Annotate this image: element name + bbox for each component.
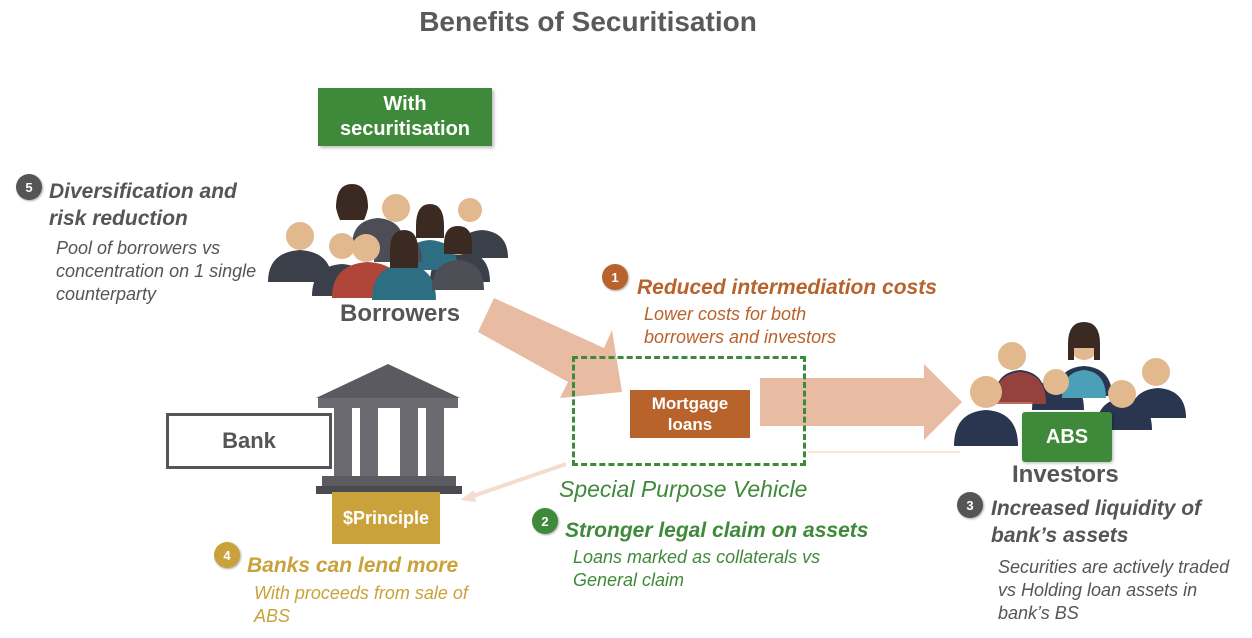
borrowers-label: Borrowers — [340, 300, 461, 327]
benefit-3-badge: 3 — [957, 492, 983, 518]
benefit-1-heading: Reduced intermediation costs — [637, 276, 937, 299]
benefit-1-badge: 1 — [602, 264, 628, 290]
benefit-3-heading: Increased liquidity of bank’s assets — [991, 497, 1202, 547]
borrowers-group-icon — [268, 184, 508, 300]
mortgage-loans-box: Mortgage loans — [630, 390, 750, 438]
benefit-4-detail: With proceeds from sale of ABS — [254, 583, 468, 626]
benefit-5-badge: 5 — [16, 174, 42, 200]
faint-arrowhead-bank — [460, 490, 476, 502]
benefit-5-detail: Pool of borrowers vs concentration on 1 … — [56, 238, 257, 304]
arrow-spv-to-investors — [760, 364, 962, 440]
benefit-2-heading: Stronger legal claim on assets — [565, 519, 869, 542]
with-securitisation-label: With securitisation — [318, 88, 492, 146]
investors-label: Investors — [1012, 461, 1119, 488]
benefit-4-badge: 4 — [214, 542, 240, 568]
principle-box: $Principle — [332, 492, 440, 544]
benefit-2-badge: 2 — [532, 508, 558, 534]
spv-label: Special Purpose Vehicle — [559, 476, 808, 502]
bank-building-icon — [316, 364, 462, 494]
bank-box: Bank — [166, 413, 332, 469]
benefit-4-heading: Banks can lend more — [247, 554, 459, 577]
benefit-5-heading: Diversification and risk reduction — [49, 180, 237, 230]
arrow-borrowers-to-spv — [478, 298, 622, 398]
benefit-3-detail: Securities are actively traded vs Holdin… — [998, 557, 1230, 623]
benefit-1-detail: Lower costs for both borrowers and inves… — [644, 304, 837, 347]
faint-arrow-spv-to-bank — [469, 462, 567, 499]
abs-badge: ABS — [1022, 412, 1112, 462]
investors-group-icon — [954, 322, 1186, 446]
page-title: Benefits of Securitisation — [419, 6, 757, 37]
spv-dashed-box — [572, 356, 806, 466]
benefit-2-detail: Loans marked as collaterals vs General c… — [573, 547, 821, 590]
